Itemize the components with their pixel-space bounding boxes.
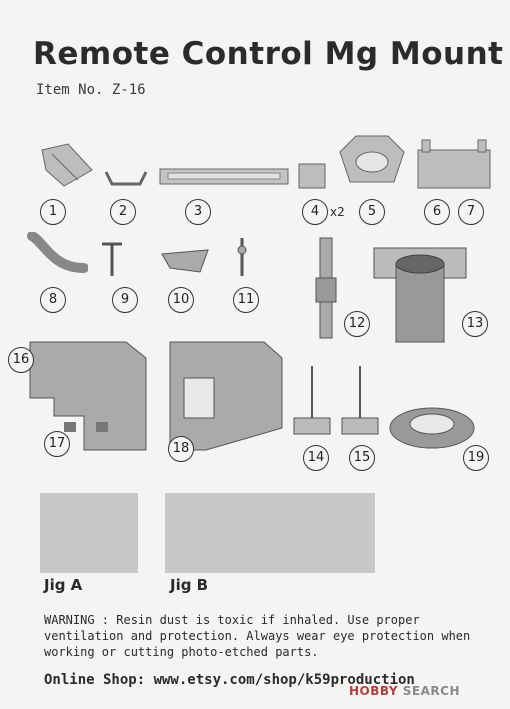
part-8-image	[27, 232, 88, 273]
watermark-suffix: SEARCH	[402, 684, 460, 698]
part-number-11: 11	[233, 287, 259, 313]
part-number-5: 5	[359, 199, 385, 225]
part-12-image	[315, 237, 337, 339]
part-number-1: 1	[40, 199, 66, 225]
online-shop-link[interactable]: Online Shop: www.etsy.com/shop/k59produc…	[44, 672, 415, 688]
part-15-image	[341, 366, 379, 435]
part-18-image	[169, 341, 283, 451]
part-16-17-image	[29, 341, 147, 451]
part-number-16: 16	[8, 347, 34, 373]
watermark-brand: HOBBY	[349, 684, 399, 698]
part-number-15: 15	[349, 445, 375, 471]
part-4-image	[298, 163, 326, 189]
part-number-8: 8	[40, 287, 66, 313]
part-number-18: 18	[168, 436, 194, 462]
part-19-image	[389, 407, 475, 449]
part-number-3: 3	[185, 199, 211, 225]
part-number-6: 6	[424, 199, 450, 225]
item-number: Item No. Z-16	[36, 82, 146, 98]
jig-a-image	[40, 493, 138, 573]
part-1-image	[41, 143, 93, 187]
part-number-14: 14	[303, 445, 329, 471]
part-number-13: 13	[462, 311, 488, 337]
part-number-19: 19	[463, 445, 489, 471]
warning-text: WARNING : Resin dust is toxic if inhaled…	[44, 613, 471, 659]
part-number-2: 2	[110, 199, 136, 225]
part-5-image	[339, 135, 405, 183]
part-number-9: 9	[112, 287, 138, 313]
part-4-quantity: x2	[330, 205, 345, 219]
jig-b-image	[165, 493, 375, 573]
part-number-4: 4	[302, 199, 328, 225]
part-number-7: 7	[458, 199, 484, 225]
jig-a-label: Jig A	[44, 576, 83, 594]
hobby-search-watermark: HOBBY SEARCH	[349, 684, 460, 698]
part-number-17: 17	[44, 431, 70, 457]
part-number-12: 12	[344, 311, 370, 337]
part-10-image	[161, 249, 209, 273]
part-14-image	[293, 366, 331, 435]
part-6-7-image	[417, 139, 491, 189]
jig-b-label: Jig B	[170, 576, 209, 594]
part-11-image	[237, 238, 247, 276]
part-2-image	[104, 171, 148, 186]
page-title: Remote Control Mg Mount	[33, 36, 504, 72]
part-13-image	[373, 247, 467, 343]
part-number-10: 10	[168, 287, 194, 313]
part-3-image	[159, 168, 289, 185]
part-9-image	[102, 242, 122, 276]
